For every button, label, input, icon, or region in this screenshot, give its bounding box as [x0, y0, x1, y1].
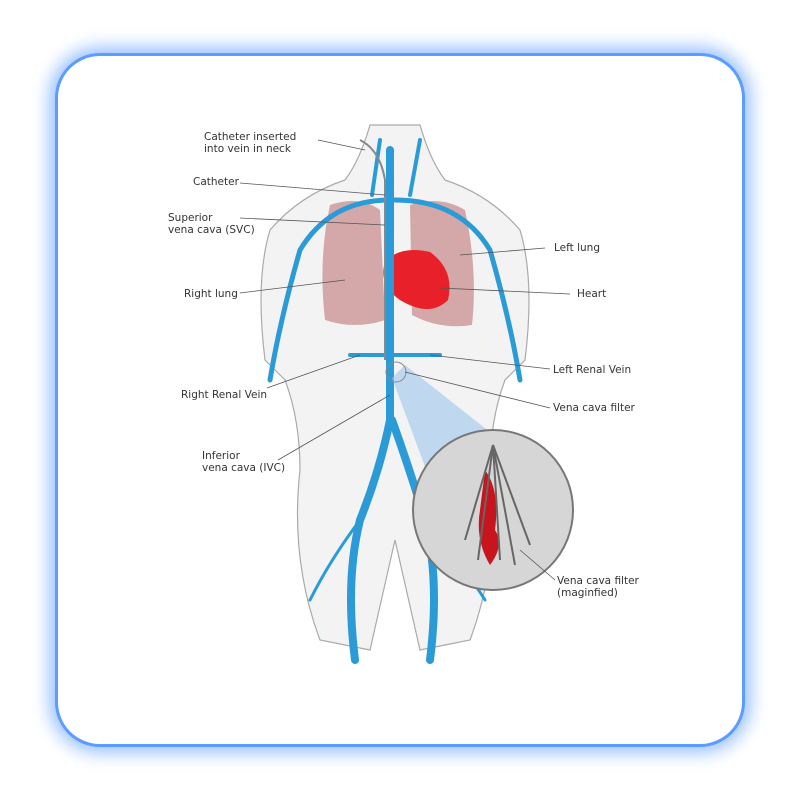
clot — [478, 470, 499, 565]
label-right-renal-vein: Right Renal Vein — [181, 389, 268, 401]
label-left-renal-vein: Left Renal Vein — [553, 364, 632, 376]
leader-lines — [239, 139, 571, 581]
label-left-lung: Left lung — [554, 242, 600, 254]
label-filter-magnified: Vena cava filter (maginfied) — [557, 575, 639, 599]
filter-wires — [464, 444, 531, 566]
label-vena-cava-filter: Vena cava filter — [553, 402, 635, 414]
label-catheter-neck: Catheter inserted into vein in neck — [204, 131, 297, 155]
catheter — [359, 139, 386, 360]
label-svc: Superior vena cava (SVC) — [168, 212, 255, 236]
heart-shape — [383, 249, 450, 309]
left-lung — [322, 201, 385, 325]
label-right-lung: Right lung — [184, 288, 238, 300]
label-catheter: Catheter — [193, 176, 239, 188]
label-ivc: Inferior vena cava (IVC) — [202, 450, 286, 474]
label-heart: Heart — [577, 288, 607, 300]
